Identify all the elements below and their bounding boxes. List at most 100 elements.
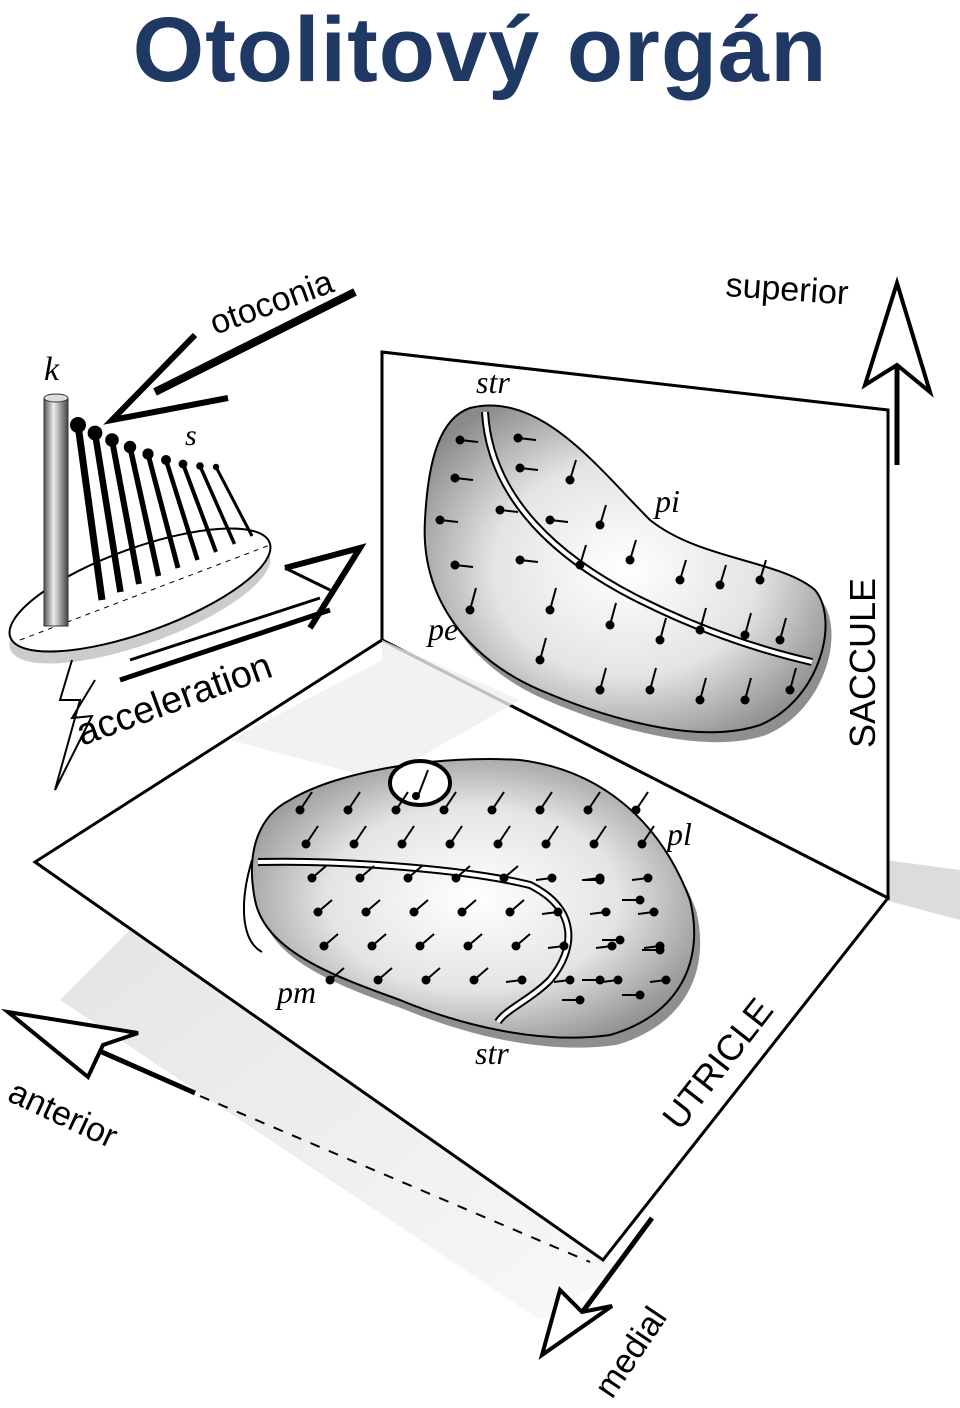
page-title: Otolitový orgán [132,0,828,101]
stereocilium-tip-icon [87,425,103,441]
stereocilium-icon [214,466,254,537]
hair-cell-icon [785,667,797,695]
hair-cell-icon [575,544,587,570]
saccule-macula [423,404,832,743]
hair-cell-icon [455,435,479,445]
hair-cell-icon [541,907,563,917]
hair-cell-icon [343,791,361,815]
lightning-icon [54,659,96,791]
hair-cell-icon [325,967,345,985]
hair-cell-icon [535,791,553,815]
hair-cell-icon [655,617,667,645]
str-bottom-label: str [475,1035,509,1071]
hair-cell-icon [637,907,659,917]
hair-cell-icon [367,933,387,951]
s-label: s [185,419,197,452]
hair-cell-icon [622,990,645,1000]
hair-cell-icon [515,555,539,565]
medial-arrow [538,1216,655,1360]
hair-cell-icon [535,637,547,665]
stereocilium-tip-icon [142,448,154,460]
stereocilium-tip-icon [178,459,188,469]
stereocilium-tip-icon [196,462,204,470]
hair-cell-icon [595,667,607,695]
hair-cell-icon [547,941,569,951]
hair-cell-icon [361,899,381,917]
hair-cell-icon [625,539,637,565]
hair-cell-icon [439,791,457,815]
hair-cell-icon [631,791,649,815]
otoconia-arrow [103,288,357,425]
hair-cell-icon [582,875,605,885]
hair-cell-icon [513,433,537,443]
hair-cell-icon [355,865,375,883]
hair-cell-icon [649,975,671,985]
hair-cell-icon [601,975,623,985]
utricle-macula [243,758,701,1048]
hair-cell-icon [457,899,477,917]
hair-cell-icon [589,825,607,849]
stereocilium-icon [109,439,142,585]
stereocilium-icon [145,453,181,569]
hair-cell-icon [589,907,611,917]
hair-cell-icon [675,559,687,585]
hair-cell-icon [313,899,333,917]
hair-cell-icon [595,504,607,530]
anterior-arrow [0,1008,591,1263]
hair-cell-icon [435,515,459,525]
hair-cell-icon [445,825,463,849]
plane-shadow [885,860,960,920]
superior-arrow [861,276,934,465]
saccule-label: SACCULE [842,578,883,748]
hair-cell-icon [511,933,531,951]
hair-cell-icon [645,667,657,695]
anterior-label: anterior [3,1073,124,1156]
hair-cell-icon [631,873,653,883]
hair-cell-icon [505,899,525,917]
pl-label: pl [665,816,692,852]
stereocilium-icon [127,446,162,577]
acceleration-arrow [119,543,367,683]
hair-cell-icon [415,933,435,951]
hair-cell-icon [450,473,474,483]
hair-cell-icon [582,975,605,985]
superior-label: superior [724,266,849,312]
hair-cell-icon [755,559,767,585]
hair-cell-icon [451,865,471,883]
hair-cell-icon [505,975,527,985]
hair-cell-icon [715,564,727,590]
hair-cell-icon [450,560,474,570]
stereocilium-icon [198,465,237,545]
hair-cell-icon [463,933,483,951]
hair-cell-icon [397,825,415,849]
hair-cell-icon [319,933,339,951]
hair-cell-icon [535,873,557,883]
hair-cell-icon [495,505,519,515]
hair-cell-icon [695,677,707,705]
stereocilium-icon [74,424,106,601]
hair-bundle-inset [8,393,272,664]
stereocilium-icon [163,459,200,561]
stereocilium-tip-icon [70,417,86,433]
hair-cell-icon [565,459,577,485]
hair-cell-icon [545,587,557,615]
hair-cell-icon [602,935,625,945]
stereocilium-tip-icon [123,440,137,454]
hair-cell-icon [465,587,477,615]
k-label: k [44,351,60,388]
hair-cell-icon [515,463,539,473]
hair-cell-icon [493,825,511,849]
hair-cell-icon [409,899,429,917]
hair-cell-icon [403,865,423,883]
pi-label: pi [653,483,680,519]
stereocilium-tip-icon [161,455,171,465]
hair-cell-icon [553,975,575,985]
hair-cell-icon [307,865,327,883]
hair-cell-icon [605,602,617,630]
hair-cell-icon [740,677,752,705]
hair-cell-icon [541,825,559,849]
hair-cell-icon [695,607,707,635]
hair-cell-icon [740,612,752,640]
stereocilium-tip-icon [105,433,119,447]
